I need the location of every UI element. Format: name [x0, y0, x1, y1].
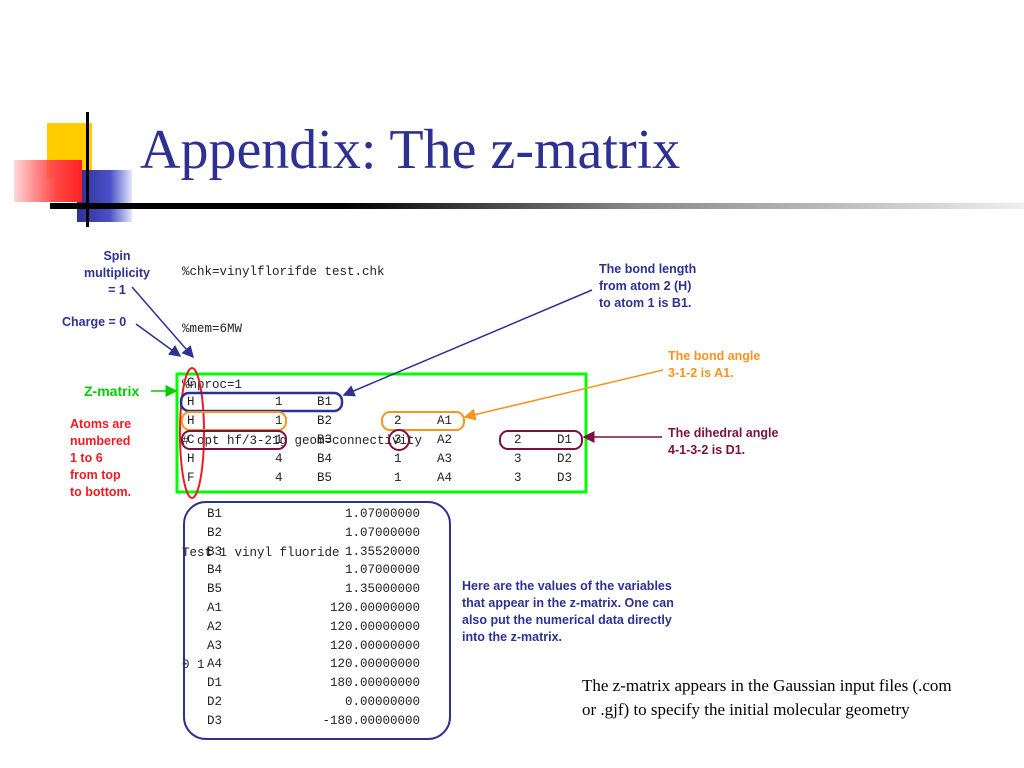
header-line: %chk=vinylflorifde test.chk — [182, 265, 385, 280]
variable-value: 0.00000000 — [344, 695, 420, 709]
zmatrix-cell: H — [187, 414, 195, 428]
zmatrix-frame — [175, 372, 588, 494]
zmatrix-cell: 1 — [275, 433, 283, 447]
variable-value: 1.07000000 — [344, 525, 420, 540]
header-line: %nproc=1 — [182, 377, 243, 392]
variable-value: 120.00000000 — [329, 619, 420, 634]
variable-value: 1.07000000 — [344, 563, 420, 578]
title-underline — [50, 203, 1024, 209]
zmatrix-cell: 4 — [275, 452, 283, 466]
variable-name: A2 — [207, 619, 223, 634]
variable-value: 120.00000000 — [329, 601, 420, 615]
zmatrix-cell: 1 — [394, 452, 402, 466]
variable-name: D3 — [207, 713, 223, 728]
header-line: %mem=6MW — [182, 321, 243, 336]
zmatrix-label: Z-matrix — [84, 383, 140, 399]
zmatrix-cell: 3 — [514, 452, 522, 466]
header-line: 0 1 — [182, 658, 205, 673]
variable-value: 120.00000000 — [329, 657, 420, 672]
zmatrix-cell: A4 — [437, 471, 453, 485]
zmatrix-cell: D1 — [557, 433, 573, 447]
zmatrix-cell: 2 — [394, 414, 402, 428]
variable-name: B2 — [207, 525, 223, 540]
logo-vertical-line — [86, 112, 89, 227]
zmatrix-cell: 4 — [275, 471, 283, 485]
spin-multiplicity-note: Spin multiplicity = 1 — [84, 249, 150, 297]
zmatrix-cell: B5 — [317, 471, 333, 485]
variable-name: D1 — [207, 676, 223, 691]
dihedral-note: The dihedral angle 4-1-3-2 is D1. — [668, 426, 779, 457]
variable-name: B3 — [207, 544, 223, 559]
zmatrix-cell: 1 — [275, 395, 283, 409]
d1-highlight — [499, 430, 583, 450]
atoms-numbered-note: Atoms are numbered 1 to 6 from top to bo… — [70, 417, 132, 499]
atom-symbols-oval — [179, 367, 205, 499]
variable-value: 1.35520000 — [344, 544, 420, 559]
variable-value: 1.35000000 — [344, 582, 420, 597]
bond-length-arrow — [342, 289, 593, 397]
dihedral-atoms-highlight — [181, 430, 287, 450]
header-line: Test 1 vinyl fluoride — [182, 545, 340, 560]
a1-highlight — [381, 411, 465, 431]
zmatrix-cell: H — [187, 452, 195, 466]
zmatrix-cell: 3 — [514, 471, 522, 485]
zmatrix-cell: B1 — [317, 395, 333, 409]
zmatrix-cell: 1 — [394, 471, 402, 485]
charge-arrow — [135, 323, 182, 357]
variable-name: A4 — [207, 657, 223, 672]
variable-name: B5 — [207, 582, 223, 597]
zmatrix-cell: C — [187, 376, 195, 390]
zmatrix-cell: 2 — [514, 433, 522, 447]
b1-row-highlight — [179, 391, 344, 413]
caption: The z-matrix appears in the Gaussian inp… — [582, 676, 952, 719]
bond-angle-atoms-highlight — [181, 411, 287, 431]
zmatrix-cell: A1 — [437, 414, 453, 428]
variable-value: 1.07000000 — [344, 507, 420, 521]
atom-3-circle — [388, 429, 410, 451]
zmatrix-cell: H — [187, 395, 195, 409]
variables-frame — [183, 501, 451, 740]
bond-angle-note: The bond angle 3-1-2 is A1. — [668, 349, 761, 380]
variable-name: B4 — [207, 563, 223, 578]
variable-name: B1 — [207, 507, 223, 521]
bond-angle-arrow — [463, 369, 664, 421]
spin-arrow — [131, 286, 194, 359]
variables-note: Here are the values of the variables tha… — [462, 579, 674, 644]
bond-length-note: The bond length from atom 2 (H) to atom … — [599, 262, 697, 310]
zmatrix-cell: A3 — [437, 452, 453, 466]
zmatrix-cell: B2 — [317, 414, 333, 428]
zmatrix-cell: B3 — [317, 433, 333, 447]
page-title: Appendix: The z-matrix — [140, 119, 681, 181]
zmatrix-cell: F — [187, 471, 195, 485]
zmatrix-cell: 1 — [275, 414, 283, 428]
variable-value: 120.00000000 — [329, 638, 420, 653]
variable-value: -180.00000000 — [322, 713, 420, 728]
zmatrix-cell: B4 — [317, 452, 333, 466]
variable-name: A1 — [207, 601, 223, 615]
zmatrix-cell: 3 — [394, 433, 402, 447]
zmatrix-cell: C — [187, 433, 195, 447]
zmatrix-cell: D3 — [557, 471, 573, 485]
charge-note: Charge = 0 — [62, 315, 127, 329]
variable-name: A3 — [207, 638, 223, 653]
zmatrix-cell: D2 — [557, 452, 573, 466]
zmatrix-cell: A2 — [437, 433, 453, 447]
logo-red-block — [14, 160, 82, 202]
variable-name: D2 — [207, 695, 223, 709]
variable-value: 180.00000000 — [329, 676, 420, 691]
